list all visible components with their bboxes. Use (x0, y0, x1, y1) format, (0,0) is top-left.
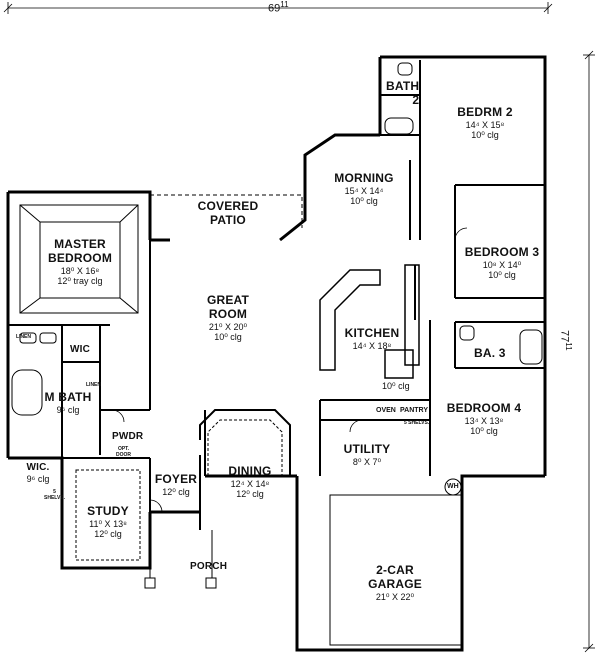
kitchen-name: KITCHEN (344, 326, 400, 340)
mbath-clg: 9⁶ clg (56, 404, 80, 415)
garage-name2: GARAGE (368, 576, 422, 591)
master-line1: MASTER (54, 237, 106, 251)
bedrm2-label: BEDRM 2 14⁴ X 15⁸ 10⁰ clg (440, 105, 530, 141)
study-size: 11⁰ X 13⁸ (89, 518, 127, 529)
wic2-label: WIC. 9⁶ clg (18, 462, 58, 484)
linen-label: LINEN (86, 382, 101, 388)
tray-ceiling-outline (19, 204, 139, 314)
morning-clg: 10⁰ clg (350, 196, 378, 207)
bedrm2-name: BEDRM 2 (457, 105, 513, 119)
foyer-label: FOYER 12⁰ clg (150, 472, 202, 497)
study-label: STUDY 11⁰ X 13⁸ 12⁰ clg (76, 504, 140, 540)
linen-label-top: LINEN (16, 334, 31, 340)
covered-patio-label: COVERED PATIO (186, 199, 270, 228)
dining-bay-walls (199, 409, 291, 476)
master-bedroom-label: MASTER BEDROOM 18⁰ X 16⁸ 12⁰ tray clg (40, 237, 120, 286)
interior-walls (8, 60, 545, 530)
bathtubs (11, 117, 543, 416)
dining-label: DINING 12⁴ X 14⁸ 12⁰ clg (220, 464, 280, 500)
dining-name: DINING (228, 464, 272, 478)
overall-width-label: 6911 (268, 0, 289, 15)
dining-size: 12⁴ X 14⁸ (230, 478, 270, 489)
wic2-clg: 9⁶ clg (26, 473, 50, 484)
wh-label: WH (447, 483, 459, 490)
great-room-line2: ROOM (208, 306, 248, 321)
mbath-name: M BATH (44, 390, 92, 404)
master-size: 18⁰ X 16⁸ (60, 265, 100, 276)
wic2-name: WIC. (26, 462, 50, 473)
shelvs-line1: 5 (53, 489, 56, 495)
wic-label: WIC (70, 344, 91, 355)
garage-interior (329, 478, 463, 646)
toilets-sinks (19, 62, 475, 344)
dining-clg: 12⁰ clg (236, 489, 264, 500)
foyer-clg: 12⁰ clg (162, 486, 190, 497)
bath2-name: BATH (386, 79, 420, 93)
bedroom4-label: BEDROOM 4 13⁴ X 13⁸ 10⁰ clg (442, 401, 526, 437)
depth-dimension-line (583, 50, 595, 653)
bath2-number: 2 (412, 92, 420, 107)
bedroom3-size: 10⁸ X 14⁰ (482, 259, 522, 270)
great-room-clg: 10⁰ clg (214, 331, 242, 342)
study-tray-outline (75, 469, 141, 561)
kitchen-clg: 10⁰ clg (382, 381, 410, 391)
dining-ceiling-outline (207, 419, 283, 476)
pwdr-label: PWDR (112, 431, 143, 443)
bath2-label: BATH 2 (386, 79, 420, 108)
morning-label: MORNING 15⁴ X 14⁴ 10⁰ clg (322, 171, 406, 207)
covered-patio-line2: PATIO (210, 212, 246, 227)
porch-posts (144, 530, 217, 589)
utility-label: UTILITY 8⁰ X 7⁰ (336, 442, 398, 467)
bedrm2-clg: 10⁰ clg (471, 130, 499, 141)
bedroom3-name: BEDROOM 3 (464, 245, 540, 259)
pwdr-name: PWDR (112, 431, 144, 442)
great-room-label: GREAT ROOM 21⁰ X 20⁰ 10⁰ clg (188, 293, 268, 342)
bedroom4-size: 13⁴ X 13⁸ (464, 415, 504, 426)
oven-label: OVEN (376, 407, 396, 414)
shelves-label: 5 SHELVS. (404, 420, 430, 426)
bedroom3-label: BEDROOM 3 10⁸ X 14⁰ 10⁰ clg (460, 245, 544, 281)
garage-label: 2-CAR GARAGE 21⁰ X 22⁰ (350, 563, 440, 602)
overall-depth-label: 7711 (558, 330, 573, 351)
porch-label: PORCH (190, 561, 228, 572)
morning-size: 15⁴ X 14⁴ (344, 185, 384, 196)
opt-door-label: OPT. DOOR (116, 446, 131, 459)
garage-size: 21⁰ X 22⁰ (375, 591, 415, 602)
kitchen-size: 14⁴ X 18⁸ (352, 340, 392, 351)
covered-patio-line1: COVERED (197, 199, 259, 213)
great-room-size: 21⁰ X 20⁰ (208, 321, 248, 332)
bedrm2-size: 14⁴ X 15⁸ (465, 119, 505, 130)
bedroom4-name: BEDROOM 4 (446, 401, 522, 415)
great-room-line1: GREAT (206, 293, 250, 307)
master-clg: 12⁰ tray clg (57, 275, 103, 286)
covered-patio-outline (150, 194, 303, 228)
shelvs-label: 5 SHELVS. (44, 489, 66, 502)
pantry-label: PANTRY (400, 407, 428, 414)
width-dimension-line (3, 2, 553, 14)
mbath-label: M BATH 9⁶ clg (38, 390, 98, 415)
morning-name: MORNING (334, 171, 394, 185)
kitchen-label: KITCHEN 14⁴ X 18⁸ (336, 326, 408, 351)
study-clg: 12⁰ clg (94, 529, 122, 540)
utility-name: UTILITY (343, 442, 391, 456)
opt-door-line1: OPT. (117, 446, 130, 452)
kitchen-island (319, 264, 420, 379)
bedroom4-clg: 10⁰ clg (470, 426, 498, 437)
foyer-name: FOYER (154, 472, 198, 486)
exterior-walls (6, 55, 547, 652)
opt-door-line2: DOOR (116, 451, 131, 458)
master-line2: BEDROOM (47, 250, 113, 265)
door-swings (111, 227, 468, 513)
ba3-label: BA. 3 (474, 346, 506, 360)
garage-name: 2-CAR (376, 563, 414, 577)
bedroom3-clg: 10⁰ clg (488, 270, 516, 281)
study-name: STUDY (87, 504, 129, 518)
shelvs-line2: SHELVS. (44, 494, 66, 501)
utility-size: 8⁰ X 7⁰ (352, 456, 382, 467)
